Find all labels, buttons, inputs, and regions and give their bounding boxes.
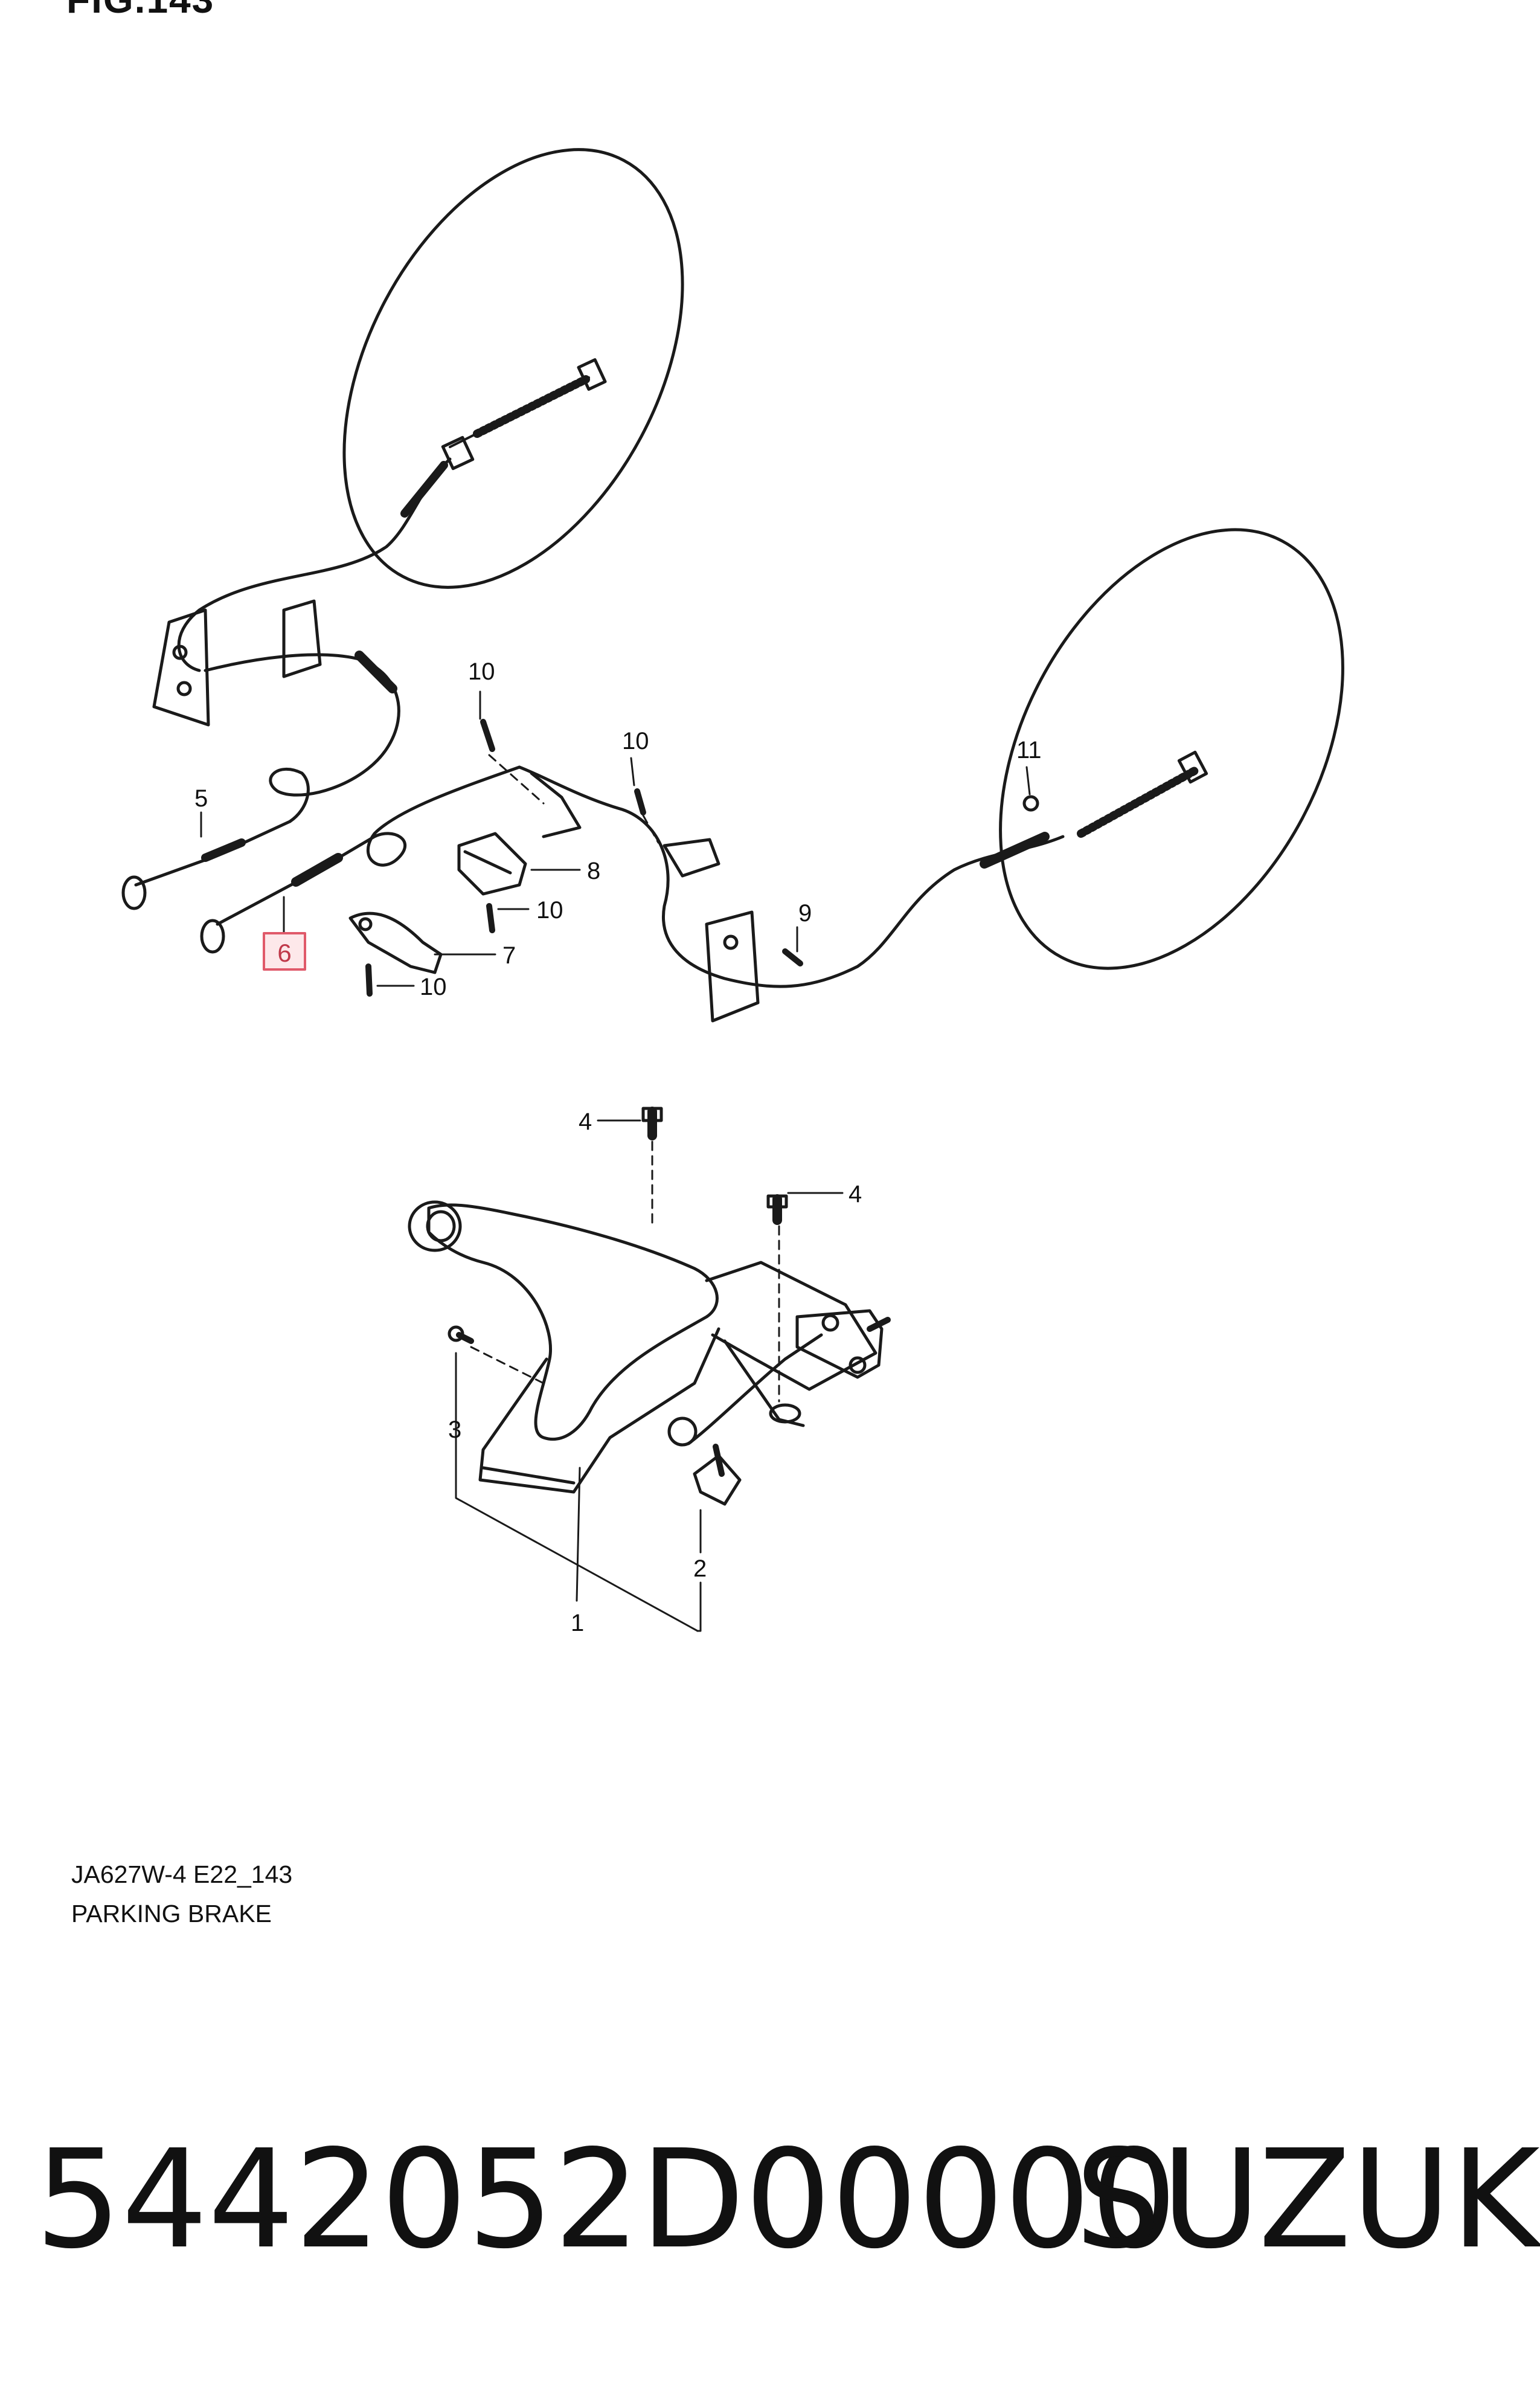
diagram-name: PARKING BRAKE (71, 1900, 272, 1927)
right-brake-cable-lower (200, 765, 521, 954)
left-brake-drum (342, 148, 684, 589)
right-brake-drum (999, 528, 1344, 970)
callout-8: 8 (587, 858, 600, 884)
diagram-code: JA627W-4 E22_143 (71, 1860, 293, 1888)
callout-4-right: 4 (849, 1181, 862, 1207)
callout-9: 9 (798, 900, 812, 927)
brand-name: SUZUKI (1075, 2121, 1540, 2279)
part-number: 5442052D00000 (35, 2121, 1178, 2279)
right-brake-cable (518, 765, 1065, 1023)
left-brake-cable (121, 457, 452, 910)
parking-brake-lever (408, 1107, 891, 1506)
clamp-7 (348, 911, 443, 974)
callout-2: 2 (693, 1555, 707, 1582)
callout-10-mid: 10 (622, 728, 649, 754)
clamp-8 (457, 832, 527, 896)
callout-5: 5 (194, 785, 208, 812)
callout-3: 3 (448, 1416, 461, 1443)
callout-11: 11 (1016, 737, 1042, 764)
callout-10-clamp: 10 (536, 897, 563, 924)
guide-lines (470, 754, 780, 1403)
callout-1: 1 (571, 1610, 584, 1636)
callout-6-highlight[interactable]: 6 (263, 932, 306, 971)
bolts-upper (365, 719, 1039, 997)
callout-4-top: 4 (579, 1108, 592, 1135)
callout-10-top: 10 (468, 658, 495, 685)
callout-labels: 10 10 11 5 8 10 9 7 10 4 4 3 2 1 (194, 658, 1042, 1636)
callout-7: 7 (502, 942, 516, 969)
parking-brake-diagram: 10 10 11 5 8 10 9 7 10 4 4 3 2 1 6 (121, 148, 1344, 1636)
leader-lines (200, 690, 1031, 1632)
callout-10-bottom: 10 (420, 974, 447, 1000)
callout-6: 6 (277, 939, 291, 967)
figure-title: FIG.143 (66, 0, 214, 22)
